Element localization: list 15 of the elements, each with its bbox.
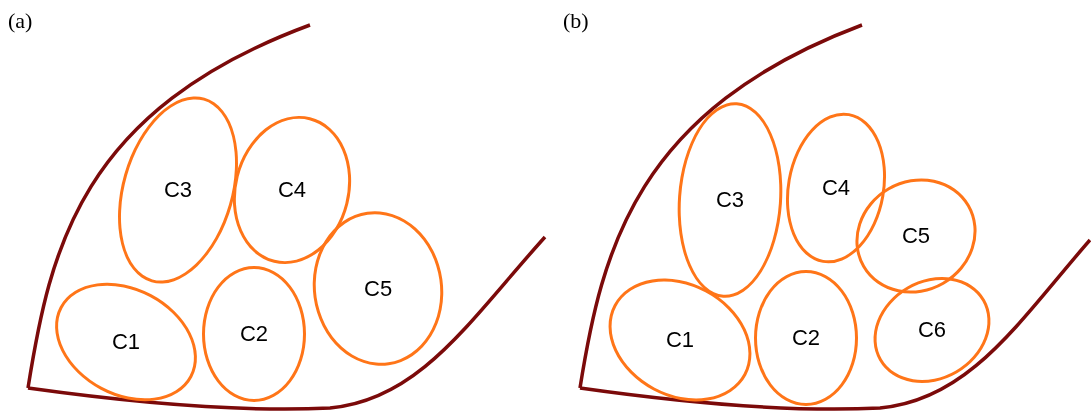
region-label: C2 [239,321,269,347]
region-label: C4 [821,175,851,201]
panel-label: (a) [8,8,33,34]
region-label: C3 [715,187,745,213]
region-label: C5 [901,223,931,249]
ellipse-region [754,270,858,406]
region-label: C2 [791,325,821,351]
region-label: C3 [163,177,193,203]
region-label: C5 [363,275,393,301]
panel-label: (b) [563,8,589,34]
region-label: C1 [111,329,141,355]
region-label: C1 [665,327,695,353]
region-label: C4 [277,177,307,203]
ellipse-region [202,266,306,402]
region-label: C6 [917,317,947,343]
